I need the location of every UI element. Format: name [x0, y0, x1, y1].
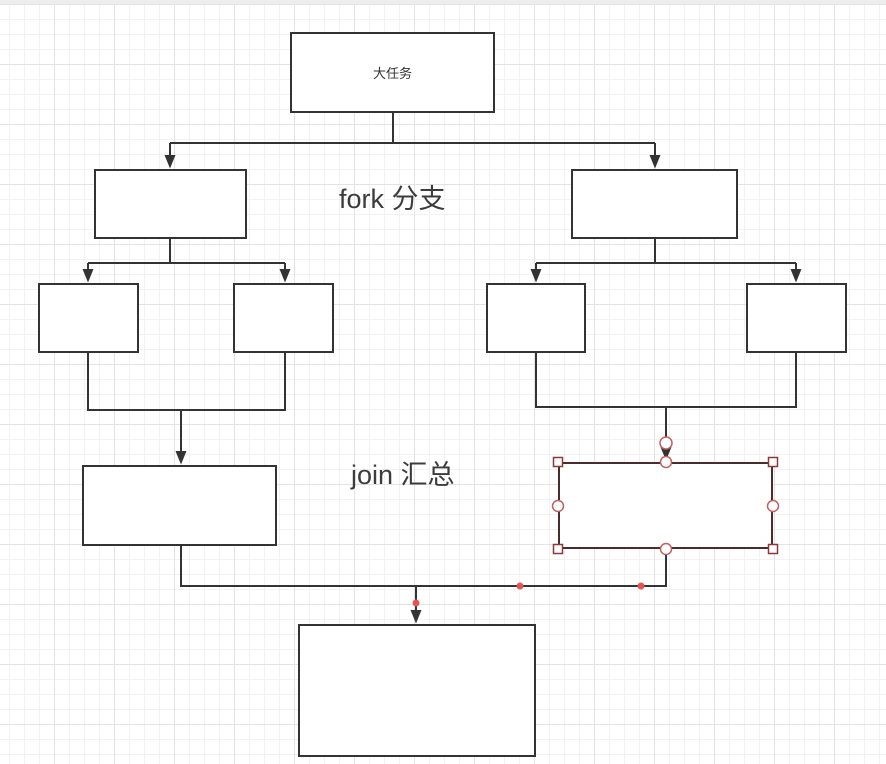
resize-handle-bottom-right[interactable]	[767, 543, 779, 555]
arrowhead-subtask-right-1	[530, 269, 542, 283]
node-join-left[interactable]	[82, 465, 277, 546]
arrowhead-fork-left	[164, 155, 176, 169]
midpoint-handle-top[interactable]	[659, 455, 673, 469]
edge-join-right-out[interactable]	[416, 549, 667, 587]
edge-join-left-out[interactable]	[180, 546, 416, 587]
arrowhead-subtask-left-1	[82, 269, 94, 283]
edge-waypoint-dot-3[interactable]	[412, 599, 420, 607]
edge-left-merge[interactable]	[87, 353, 286, 411]
canvas-top-border	[0, 0, 886, 4]
arrowhead-final	[410, 610, 422, 624]
node-subtask-left-2[interactable]	[233, 283, 334, 353]
node-big-task[interactable]: 大任务	[290, 32, 495, 113]
node-subtask-right-2[interactable]	[746, 283, 847, 353]
edge-endpoint-handle[interactable]	[659, 436, 673, 450]
node-subtask-right-1[interactable]	[486, 283, 586, 353]
node-fork-branch-left[interactable]	[94, 169, 247, 239]
midpoint-handle-right[interactable]	[766, 499, 780, 513]
arrowhead-subtask-left-2	[279, 269, 291, 283]
arrowhead-fork-right	[649, 155, 661, 169]
midpoint-handle-left[interactable]	[551, 499, 565, 513]
node-fork-branch-right[interactable]	[571, 169, 738, 239]
fork-annotation[interactable]: fork 分支	[339, 184, 446, 214]
arrowhead-subtask-right-2	[790, 269, 802, 283]
edge-waypoint-dot-1[interactable]	[516, 582, 524, 590]
resize-handle-top-left[interactable]	[552, 456, 564, 468]
arrowhead-join-left	[175, 451, 187, 465]
edge-waypoint-dot-2[interactable]	[637, 582, 645, 590]
arrowhead-join-right	[660, 447, 672, 461]
resize-handle-top-right[interactable]	[767, 456, 779, 468]
node-final-task[interactable]	[298, 624, 536, 757]
midpoint-handle-bottom[interactable]	[659, 542, 673, 556]
node-big-task-label: 大任务	[372, 66, 412, 81]
resize-handle-bottom-left[interactable]	[552, 543, 564, 555]
node-subtask-left-1[interactable]	[38, 283, 139, 353]
join-annotation[interactable]: join 汇总	[351, 460, 455, 490]
